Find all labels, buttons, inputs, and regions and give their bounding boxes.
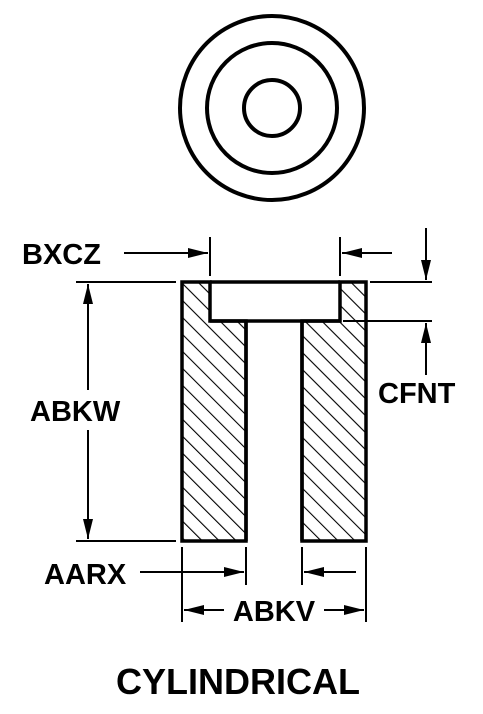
dim-bxcz [124, 237, 392, 276]
inner-circle [242, 78, 302, 138]
middle-circle [205, 41, 339, 175]
label-aarx: AARX [44, 559, 127, 591]
section-view [180, 280, 368, 543]
dim-abkv [181, 547, 367, 622]
top-view [178, 14, 366, 202]
diagram-title: CYLINDRICAL [116, 661, 360, 702]
label-cfnt: CFNT [378, 378, 456, 410]
dim-aarx [140, 547, 356, 585]
label-bxcz: BXCZ [22, 239, 101, 271]
dim-abkw [76, 281, 176, 542]
dim-cfnt [343, 228, 432, 375]
outer-circle [178, 14, 366, 202]
label-abkv: ABKV [233, 596, 316, 628]
label-abkw: ABKW [30, 396, 121, 428]
